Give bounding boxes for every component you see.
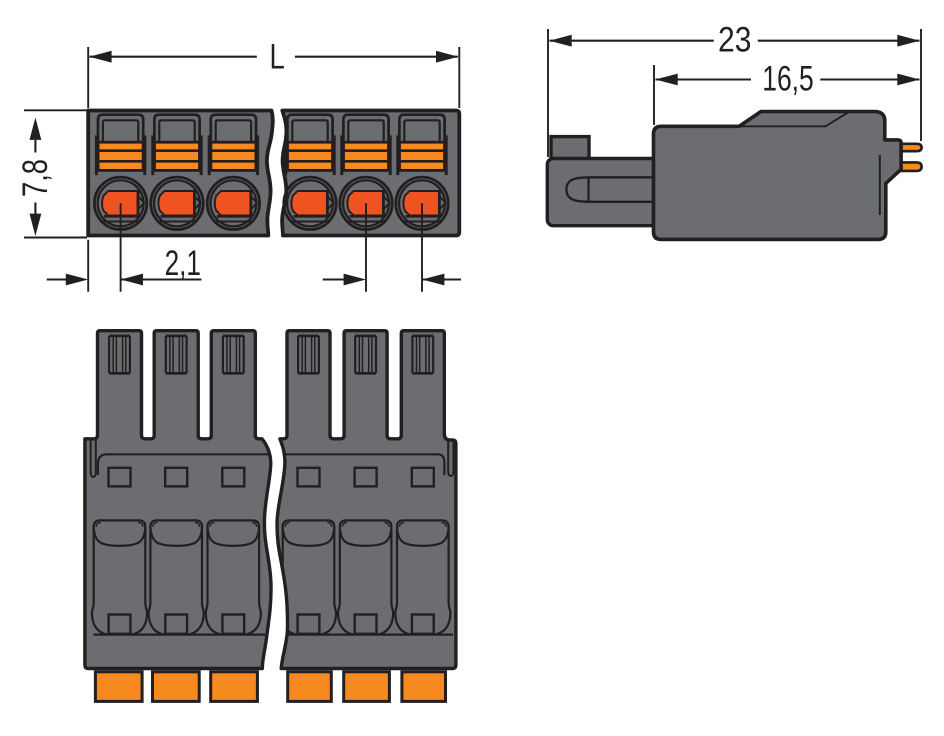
svg-text:16,5: 16,5	[762, 58, 814, 98]
svg-text:L: L	[270, 37, 285, 77]
svg-text:7,8: 7,8	[15, 159, 55, 197]
svg-text:23: 23	[718, 19, 751, 59]
svg-text:2,1: 2,1	[165, 243, 201, 283]
